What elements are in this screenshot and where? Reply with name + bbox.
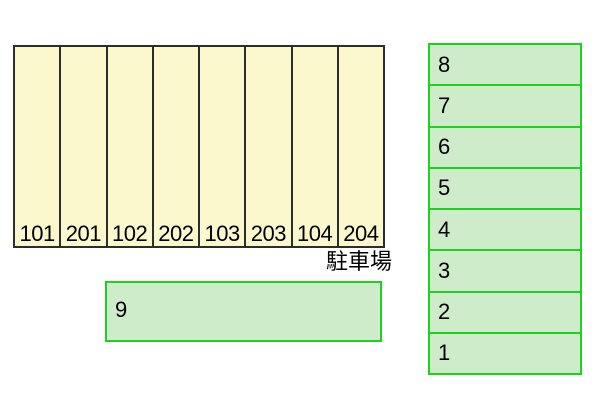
parking-space-102: 102 [108, 47, 154, 246]
parking-space-label: 5 [438, 175, 451, 201]
parking-space-label: 101 [19, 221, 56, 246]
parking-lot-caption: 駐車場 [325, 249, 392, 274]
parking-space-label: 201 [65, 221, 102, 246]
parking-space-label: 3 [438, 257, 451, 283]
parking-space-2: 2 [430, 293, 580, 334]
numbered-parking-grid: 101 201 102 202 103 203 104 204 [13, 45, 385, 248]
parking-space-202: 202 [154, 47, 200, 246]
parking-space-201: 201 [61, 47, 108, 246]
parking-space-label: 4 [438, 216, 451, 242]
parking-space-4: 4 [430, 210, 580, 252]
parking-space-label: 8 [438, 51, 451, 77]
parking-space-8: 8 [430, 45, 580, 87]
parking-space-6: 6 [430, 128, 580, 169]
parking-space-label: 203 [250, 221, 287, 246]
parking-space-label: 7 [438, 92, 451, 118]
parking-space-9: 9 [105, 281, 382, 342]
parking-space-1: 1 [430, 334, 580, 373]
parking-space-label: 103 [204, 221, 241, 246]
parking-space-label: 1 [438, 340, 451, 366]
parking-space-label: 6 [438, 134, 451, 160]
parking-space-104: 104 [293, 47, 339, 246]
side-parking-column: 8 7 6 5 4 3 2 1 [428, 43, 582, 375]
parking-space-label: 202 [158, 221, 194, 246]
parking-space-label: 204 [343, 221, 379, 246]
parking-space-3: 3 [430, 251, 580, 293]
parking-space-label: 104 [297, 221, 333, 246]
parking-space-label: 2 [438, 299, 451, 325]
parking-space-label: 9 [115, 296, 128, 322]
parking-space-5: 5 [430, 169, 580, 210]
parking-space-label: 102 [112, 221, 148, 246]
parking-space-203: 203 [246, 47, 293, 246]
parking-space-101: 101 [15, 47, 62, 246]
parking-space-204: 204 [339, 47, 383, 246]
parking-space-7: 7 [430, 86, 580, 128]
parking-space-103: 103 [200, 47, 247, 246]
